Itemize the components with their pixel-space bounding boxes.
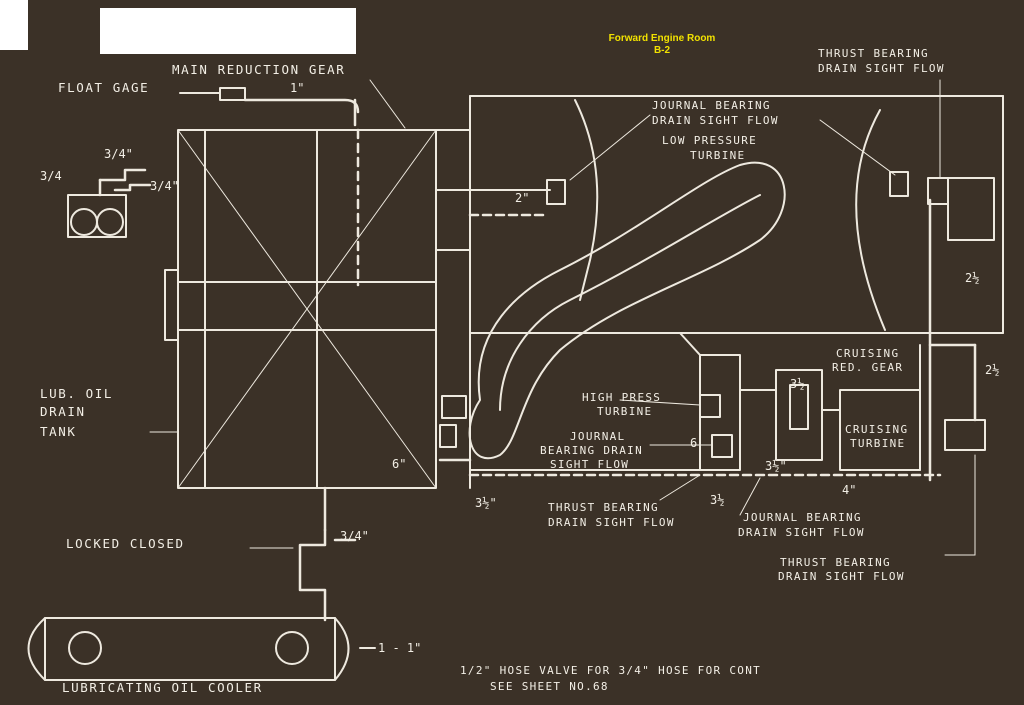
pump-pair — [67, 194, 127, 238]
label-high-press-turbine-a: HIGH PRESS — [582, 391, 662, 404]
dim-1-hose: 1 - 1" — [378, 641, 422, 655]
diagram-title: Forward Engine Room — [608, 33, 716, 44]
label-cruising-red-gear-a: CRUISING — [836, 347, 900, 360]
sight-flow-fittings — [439, 171, 995, 458]
blank-label-patch — [100, 8, 356, 54]
label-cruising-turbine-b: TURBINE — [850, 437, 906, 450]
label-thrust-bearing-mid-a: THRUST BEARING — [548, 501, 659, 514]
diagram-subtitle: B-2 — [653, 45, 671, 56]
dim-34-b: 3/4 — [40, 169, 62, 183]
label-lub-oil-2: DRAIN — [40, 404, 86, 419]
dim-3half-c: 3½" — [475, 496, 497, 510]
dim-34-lock: 3/4" — [340, 529, 369, 543]
label-cruising-red-gear-b: RED. GEAR — [832, 361, 904, 374]
label-journal-bearing-3a: JOURNAL BEARING — [743, 511, 862, 524]
label-journal-bearing-2a: JOURNAL — [570, 430, 626, 443]
label-thrust-bearing-bot-a: THRUST BEARING — [780, 556, 891, 569]
low-pressure-turbine-casing — [468, 161, 786, 460]
label-journal-bearing-2c: SIGHT FLOW — [550, 458, 630, 471]
label-journal-bearing-3b: DRAIN SIGHT FLOW — [738, 526, 865, 539]
label-high-press-turbine-b: TURBINE — [597, 405, 653, 418]
label-cruising-turbine-a: CRUISING — [845, 423, 909, 436]
dim-34-c: 3/4" — [150, 179, 179, 193]
label-thrust-bearing-top-b: DRAIN SIGHT FLOW — [818, 62, 945, 75]
label-hose-valve-b: SEE SHEET NO.68 — [490, 680, 609, 693]
lubricating-oil-cooler — [27, 617, 376, 681]
dim-3half-d: 3½ — [710, 493, 725, 507]
label-lp-turbine-a: LOW PRESSURE — [662, 134, 758, 147]
dim-34-a: 3/4" — [104, 147, 133, 161]
label-lub-oil-3: TANK — [40, 424, 77, 439]
dim-1in: 1" — [290, 81, 305, 95]
label-journal-bearing-1b: DRAIN SIGHT FLOW — [652, 114, 779, 127]
label-thrust-bearing-bot-b: DRAIN SIGHT FLOW — [778, 570, 905, 583]
label-thrust-bearing-top-a: THRUST BEARING — [818, 47, 929, 60]
float-gage — [179, 87, 246, 101]
drain-piping — [98, 98, 977, 622]
label-journal-bearing-2b: BEARING DRAIN — [540, 444, 643, 457]
dim-6in-b: 6 — [690, 436, 698, 450]
label-float-gage: FLOAT GAGE — [58, 80, 150, 95]
dim-3half-b: 3½" — [765, 459, 787, 473]
label-lp-turbine-b: TURBINE — [690, 149, 746, 162]
label-locked-closed: LOCKED CLOSED — [66, 536, 185, 551]
leader-lines — [149, 79, 976, 556]
dim-4in: 4" — [842, 483, 857, 497]
dim-6in-a: 6" — [392, 457, 407, 471]
label-journal-bearing-1a: JOURNAL BEARING — [652, 99, 771, 112]
lub-oil-drain-tank — [164, 129, 437, 489]
dim-2half-a: 2½ — [965, 271, 980, 285]
label-main-reduction-gear: MAIN REDUCTION GEAR — [172, 62, 346, 77]
label-lub-oil-1: LUB. OIL — [40, 386, 114, 401]
dim-2in: 2" — [515, 191, 530, 205]
label-thrust-bearing-mid-b: DRAIN SIGHT FLOW — [548, 516, 675, 529]
corner-patch — [0, 0, 28, 50]
label-lubricating-oil-cooler: LUBRICATING OIL COOLER — [62, 680, 263, 695]
label-hose-valve-a: 1/2" HOSE VALVE FOR 3/4" HOSE FOR CONT — [460, 664, 762, 677]
dim-3half-a: 3½ — [790, 377, 805, 391]
dim-2half-b: 2½ — [985, 363, 1000, 377]
